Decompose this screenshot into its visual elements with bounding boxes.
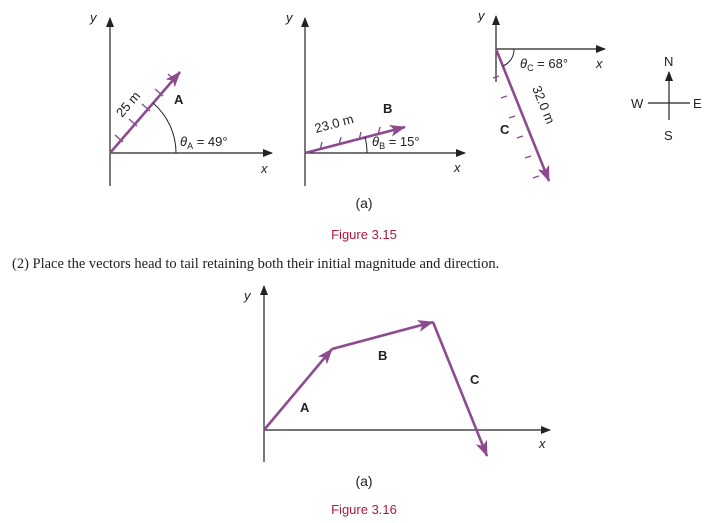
vector-a-arrow <box>109 71 181 154</box>
vector-c-label: C <box>500 122 510 137</box>
compass-s: S <box>664 128 673 143</box>
vector-b-label: B <box>378 348 387 363</box>
x-axis-label: x <box>260 161 268 176</box>
angle-c-label: θC = 68° <box>520 56 568 73</box>
vector-b-arrow <box>331 320 434 351</box>
angle-a-label: θA = 49° <box>180 134 228 151</box>
angle-arc-c <box>502 48 515 67</box>
compass-n: N <box>664 54 673 69</box>
panel-b: y x 23.0 m B θB = 15° <box>285 10 466 186</box>
vector-b-label: B <box>383 101 392 116</box>
vector-a-ticks <box>114 73 177 143</box>
vector-a-label: A <box>300 400 310 415</box>
figure-3-15-caption: Figure 3.15 <box>331 227 397 242</box>
figure-3-15-sublabel: (a) <box>355 195 373 211</box>
vector-b-ticks <box>319 126 381 151</box>
compass-w: W <box>631 96 644 111</box>
vector-a-arrow <box>263 348 333 431</box>
y-axis-label: y <box>477 8 486 23</box>
vector-c-arrow <box>431 321 489 457</box>
x-axis-label: x <box>453 160 461 175</box>
y-axis-label: y <box>243 288 252 303</box>
x-axis-label: x <box>538 436 546 451</box>
angle-arc-a <box>152 102 177 154</box>
vector-a-label: A <box>174 92 184 107</box>
vector-b-arrow <box>304 124 406 155</box>
compass-rose: N S E W <box>631 54 702 143</box>
vector-c-arrow <box>494 48 551 182</box>
vector-c-label: C <box>470 372 480 387</box>
instruction-paragraph: (2) Place the vectors head to tail retai… <box>12 256 500 272</box>
angle-arc-b <box>364 136 368 154</box>
figure-3-16-caption: Figure 3.16 <box>331 502 397 517</box>
head-to-tail-diagram: y x A B C <box>243 285 551 462</box>
vector-c-ticks <box>492 75 540 179</box>
x-axis-label: x <box>595 56 603 71</box>
figure-3-15: y x 25 m A θA = 49° y x <box>89 8 702 186</box>
y-axis-label: y <box>285 10 294 25</box>
y-axis-label: y <box>89 10 98 25</box>
angle-b-label: θB = 15° <box>372 134 420 151</box>
compass-e: E <box>693 96 702 111</box>
figure-3-16-sublabel: (a) <box>355 473 373 489</box>
